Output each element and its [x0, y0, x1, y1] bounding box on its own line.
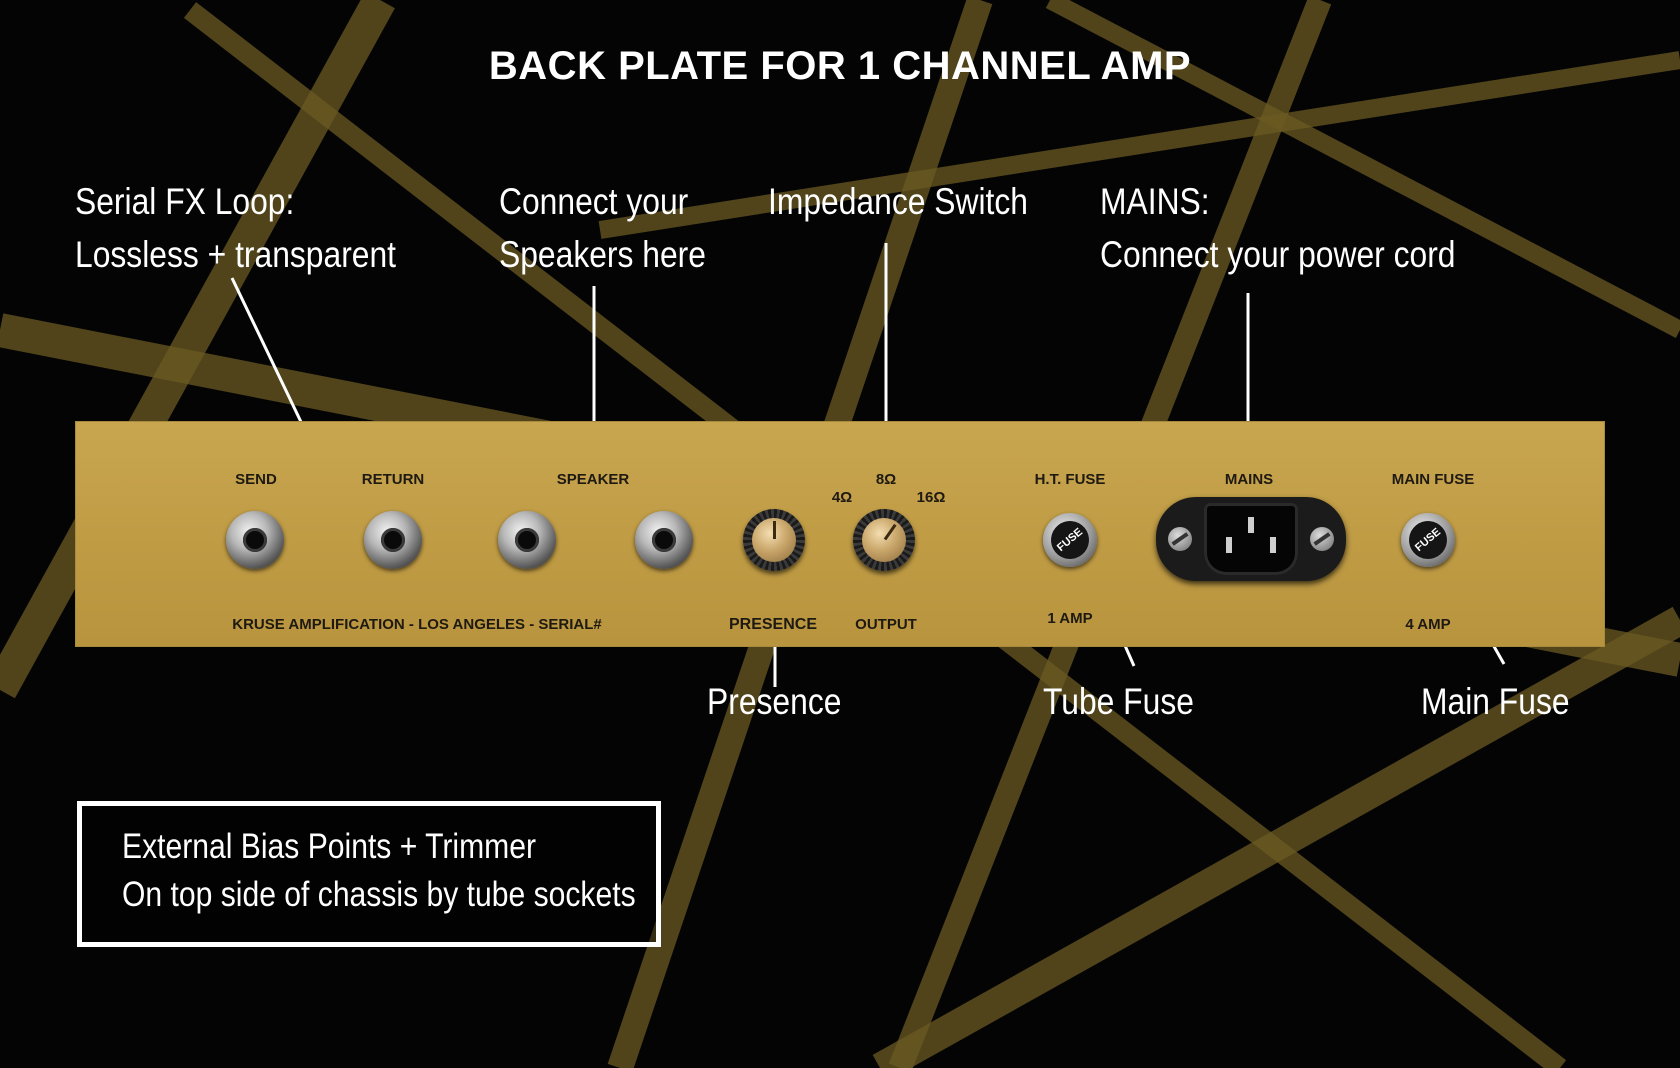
- send-jack[interactable]: [226, 511, 284, 569]
- label-output: OUTPUT: [855, 616, 917, 633]
- impedance-knob-pointer: [883, 523, 897, 541]
- annotation-presence: Presence: [707, 675, 841, 728]
- mains-screw-left: [1168, 527, 1192, 551]
- ht-fuse-holder[interactable]: FUSE: [1043, 513, 1097, 567]
- annotation-mains: MAINS: Connect your power cord: [1100, 175, 1456, 281]
- impedance-selector-knob[interactable]: [853, 509, 915, 571]
- annotation-tube-fuse-line1: Tube Fuse: [1043, 681, 1194, 722]
- annotation-mains-line2: Connect your power cord: [1100, 234, 1456, 275]
- annotation-speakers-line2: Speakers here: [499, 234, 706, 275]
- annotation-fx-loop-line2: Lossless + transparent: [75, 234, 397, 275]
- bias-note-box: [77, 801, 661, 947]
- label-presence: PRESENCE: [728, 616, 818, 633]
- mains-socket: [1204, 503, 1298, 575]
- mains-screw-right: [1310, 527, 1334, 551]
- speaker-jack-1[interactable]: [498, 511, 556, 569]
- annotation-main-fuse: Main Fuse: [1421, 675, 1570, 728]
- annotation-presence-line1: Presence: [707, 681, 842, 722]
- label-send: SEND: [235, 471, 277, 488]
- mains-pin-center: [1248, 517, 1254, 533]
- presence-knob[interactable]: [743, 509, 805, 571]
- presence-knob-pointer: [773, 521, 776, 539]
- annotation-speakers: Connect your Speakers here: [499, 175, 706, 281]
- annotation-main-fuse-line1: Main Fuse: [1421, 681, 1570, 722]
- label-speaker: SPEAKER: [556, 471, 630, 488]
- mains-pin-left: [1226, 537, 1232, 553]
- label-brand: KRUSE AMPLIFICATION - LOS ANGELES - SERI…: [232, 616, 602, 633]
- label-main-fuse-rating: 4 AMP: [1405, 616, 1451, 633]
- label-mains: MAINS: [1224, 471, 1274, 488]
- label-16-ohm: 16Ω: [916, 489, 946, 506]
- annotation-tube-fuse: Tube Fuse: [1043, 675, 1194, 728]
- label-return: RETURN: [361, 471, 425, 488]
- annotation-fx-loop: Serial FX Loop: Lossless + transparent: [75, 175, 396, 281]
- return-jack[interactable]: [364, 511, 422, 569]
- annotation-mains-line1: MAINS:: [1100, 181, 1210, 222]
- page-title: BACK PLATE FOR 1 CHANNEL AMP: [488, 44, 1192, 88]
- main-fuse-holder[interactable]: FUSE: [1401, 513, 1455, 567]
- annotation-fx-loop-line1: Serial FX Loop:: [75, 181, 295, 222]
- label-8-ohm: 8Ω: [875, 471, 897, 488]
- label-4-ohm: 4Ω: [831, 489, 853, 506]
- label-ht-fuse-rating: 1 AMP: [1047, 610, 1093, 627]
- ht-fuse-cap: FUSE: [1043, 513, 1097, 567]
- label-ht-fuse: H.T. FUSE: [1034, 471, 1106, 488]
- label-main-fuse: MAIN FUSE: [1391, 471, 1475, 488]
- annotation-impedance-line1: Impedance Switch: [768, 181, 1029, 222]
- bias-note-line2: On top side of chassis by tube sockets: [122, 875, 636, 914]
- speaker-jack-2[interactable]: [635, 511, 693, 569]
- back-plate: [75, 421, 1605, 647]
- annotation-impedance: Impedance Switch: [768, 175, 1028, 228]
- annotation-speakers-line1: Connect your: [499, 181, 689, 222]
- mains-pin-right: [1270, 537, 1276, 553]
- bias-note-line1: External Bias Points + Trimmer: [122, 827, 537, 866]
- main-fuse-cap: FUSE: [1401, 513, 1455, 567]
- mains-inlet[interactable]: [1156, 497, 1346, 581]
